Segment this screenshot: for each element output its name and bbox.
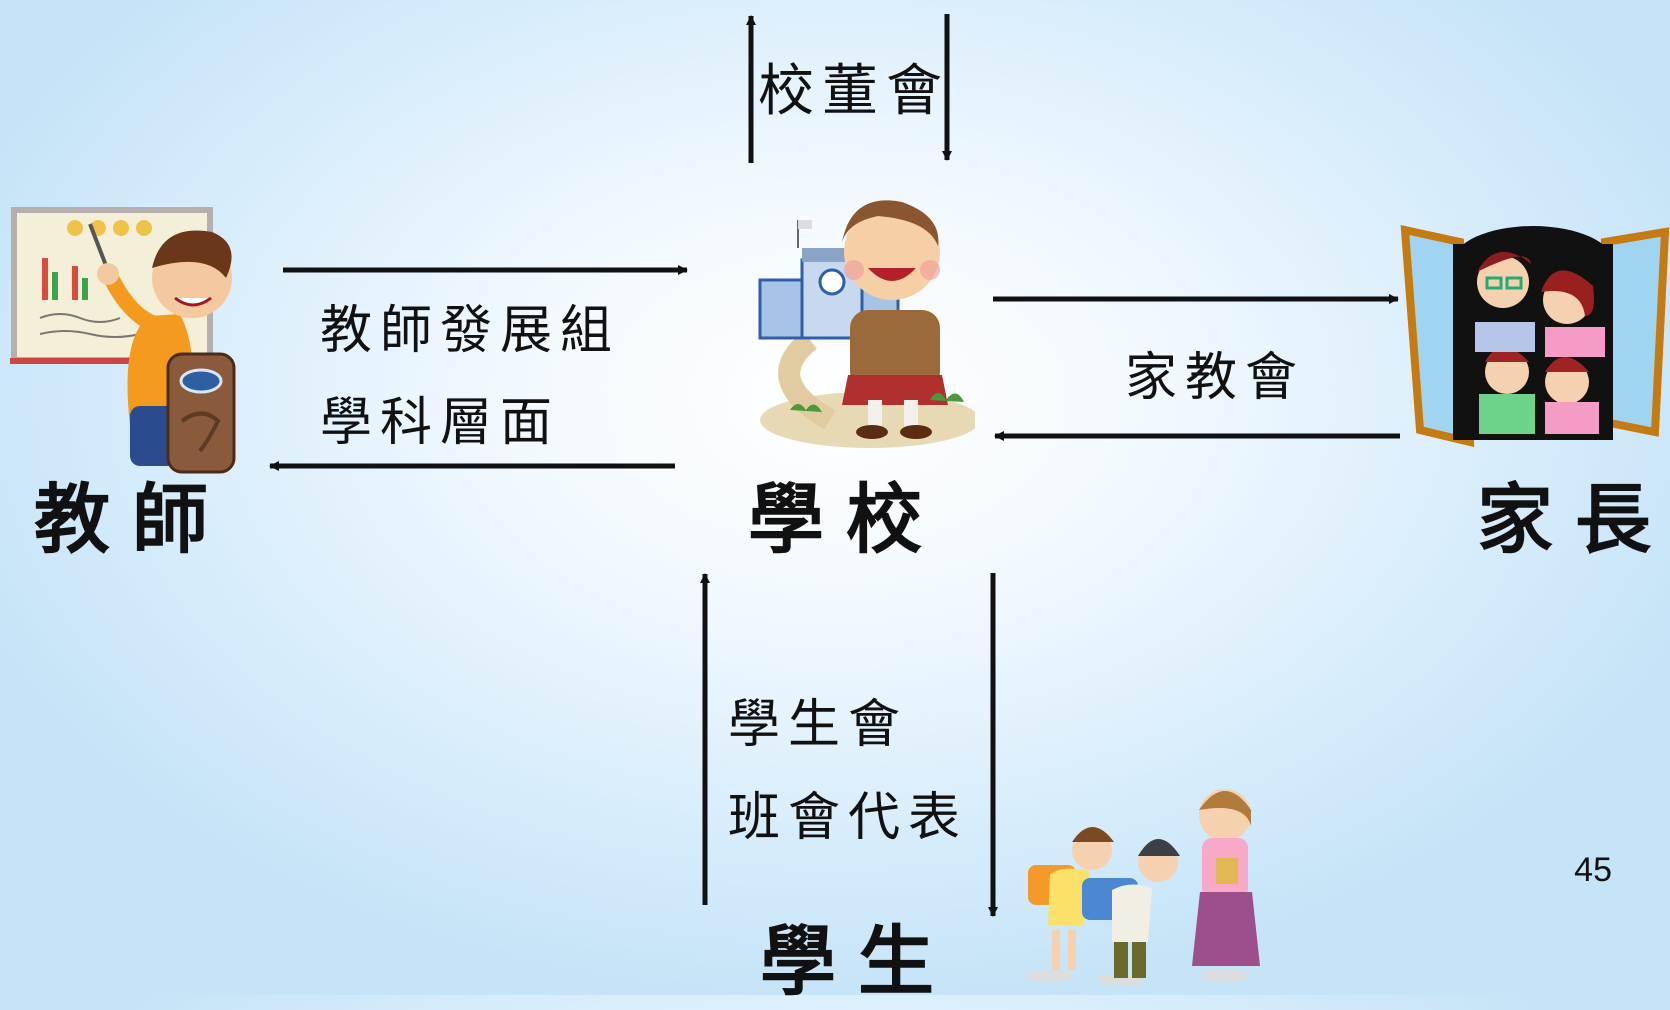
teacher-illustration xyxy=(10,207,236,474)
teacher-development-label: 教師發展組 xyxy=(320,301,621,361)
subject-level-label: 學科層面 xyxy=(320,393,561,453)
teacher-node-label: 教師 xyxy=(34,475,230,564)
school-illustration xyxy=(758,200,975,448)
board-label: 校董會 xyxy=(758,59,950,124)
school-node-label: 學校 xyxy=(748,475,944,564)
parents-node-label: 家長 xyxy=(1477,475,1670,564)
student-union-label: 學生會 xyxy=(728,695,909,755)
students-node-label: 學生 xyxy=(760,917,956,1006)
students-illustration xyxy=(1026,789,1260,986)
page-number: 45 xyxy=(1574,851,1612,889)
pta-label: 家教會 xyxy=(1125,348,1306,408)
parents-illustration xyxy=(1400,224,1670,448)
class-representative-label: 班會代表 xyxy=(728,788,969,848)
